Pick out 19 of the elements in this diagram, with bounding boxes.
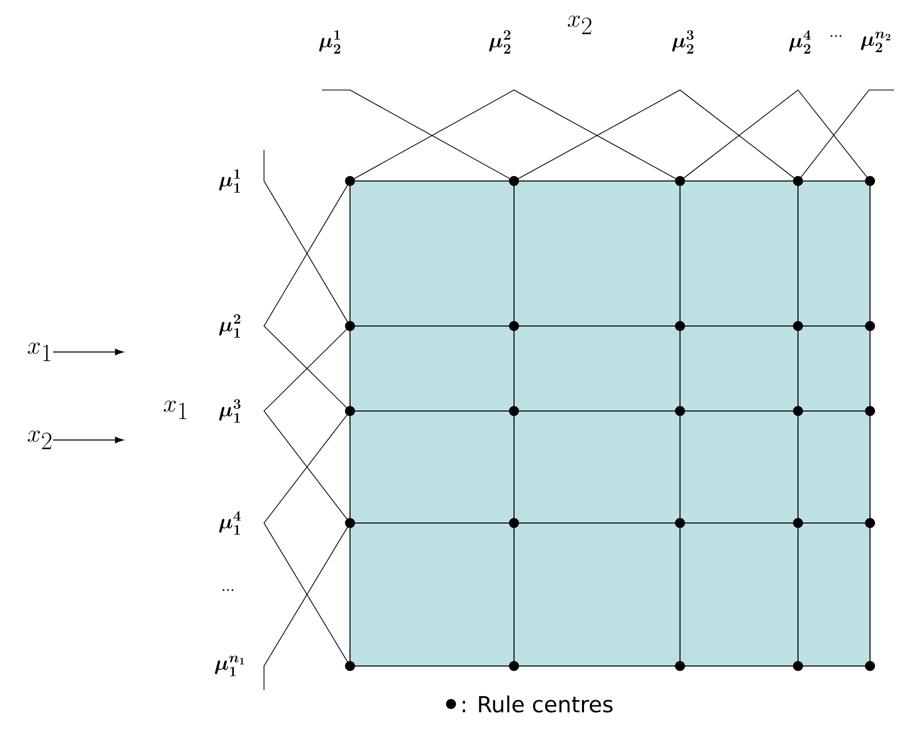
- mf-label: $\mu_2^{n_2}$: [861, 32, 890, 52]
- input-label: $x_2$: [28, 430, 52, 450]
- mf-label: $\mu_1^{4}$: [219, 511, 241, 535]
- mf-label: $\mu_2^{3}$: [672, 30, 694, 54]
- mf-label: $\mu_2^{4}$: [789, 30, 811, 54]
- ellipsis: ...: [830, 35, 842, 37]
- mf-label: $\mu_2^{1}$: [319, 30, 340, 54]
- mf-label: $\mu_2^{2}$: [489, 30, 510, 54]
- ellipsis: ...: [222, 589, 234, 591]
- mf-label: $\mu_1^{1}$: [219, 169, 240, 193]
- mf-label: $\mu_1^{n_1}$: [214, 656, 244, 676]
- legend-text: : Rule centres: [462, 696, 612, 713]
- input-label: $x_1$: [28, 342, 51, 362]
- axis-label: $x_2$: [568, 16, 592, 34]
- arrow: [52, 348, 124, 356]
- mf-label: $\mu_1^{3}$: [219, 399, 240, 423]
- axis-label: $x_1$: [164, 400, 187, 420]
- mf-label: $\mu_1^{2}$: [219, 314, 240, 338]
- arrow: [52, 436, 124, 444]
